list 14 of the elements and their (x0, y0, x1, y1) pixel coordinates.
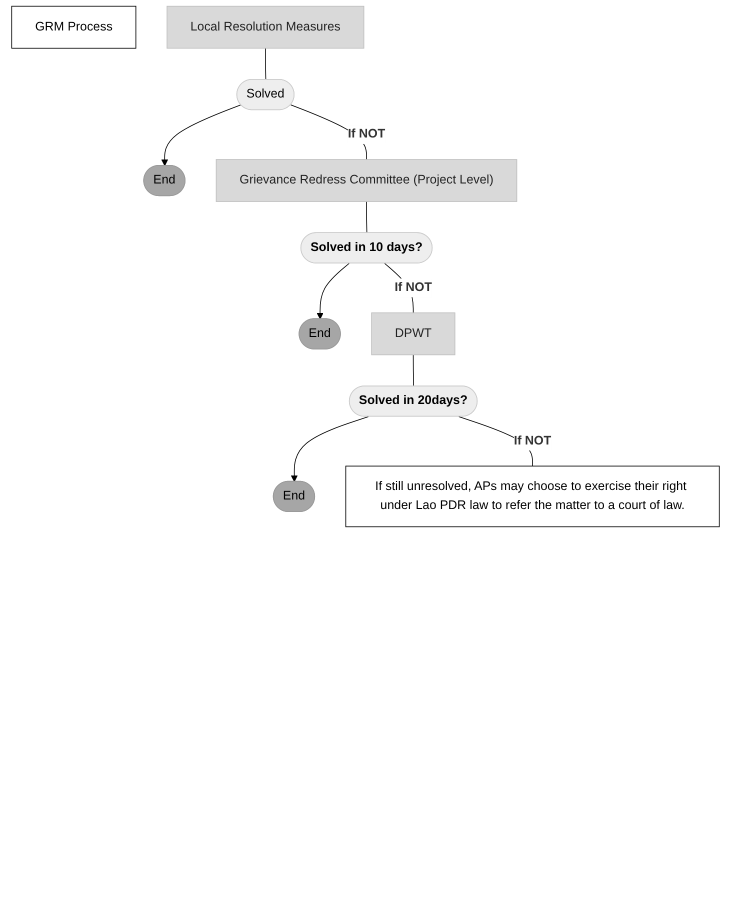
node-box: DPWT (371, 312, 456, 356)
node-box: Local Resolution Measures (166, 6, 364, 49)
connector (412, 354, 414, 387)
edge-label: If NOT (348, 128, 386, 141)
edge-label: If NOT (394, 280, 432, 294)
node-box: Grievance Redress Committee (Project Level) (216, 159, 518, 202)
connector (366, 201, 368, 234)
arrow (290, 416, 369, 482)
node-box: If still unresolved, APs may choose to exercise their right under Lao PDR law to refer the matter to a court of law. (345, 466, 720, 528)
edge-label: If NOT (514, 434, 552, 448)
connector (265, 48, 266, 80)
arrow (316, 263, 350, 320)
arrow (161, 104, 242, 166)
node-box: GRM Process (11, 6, 136, 49)
